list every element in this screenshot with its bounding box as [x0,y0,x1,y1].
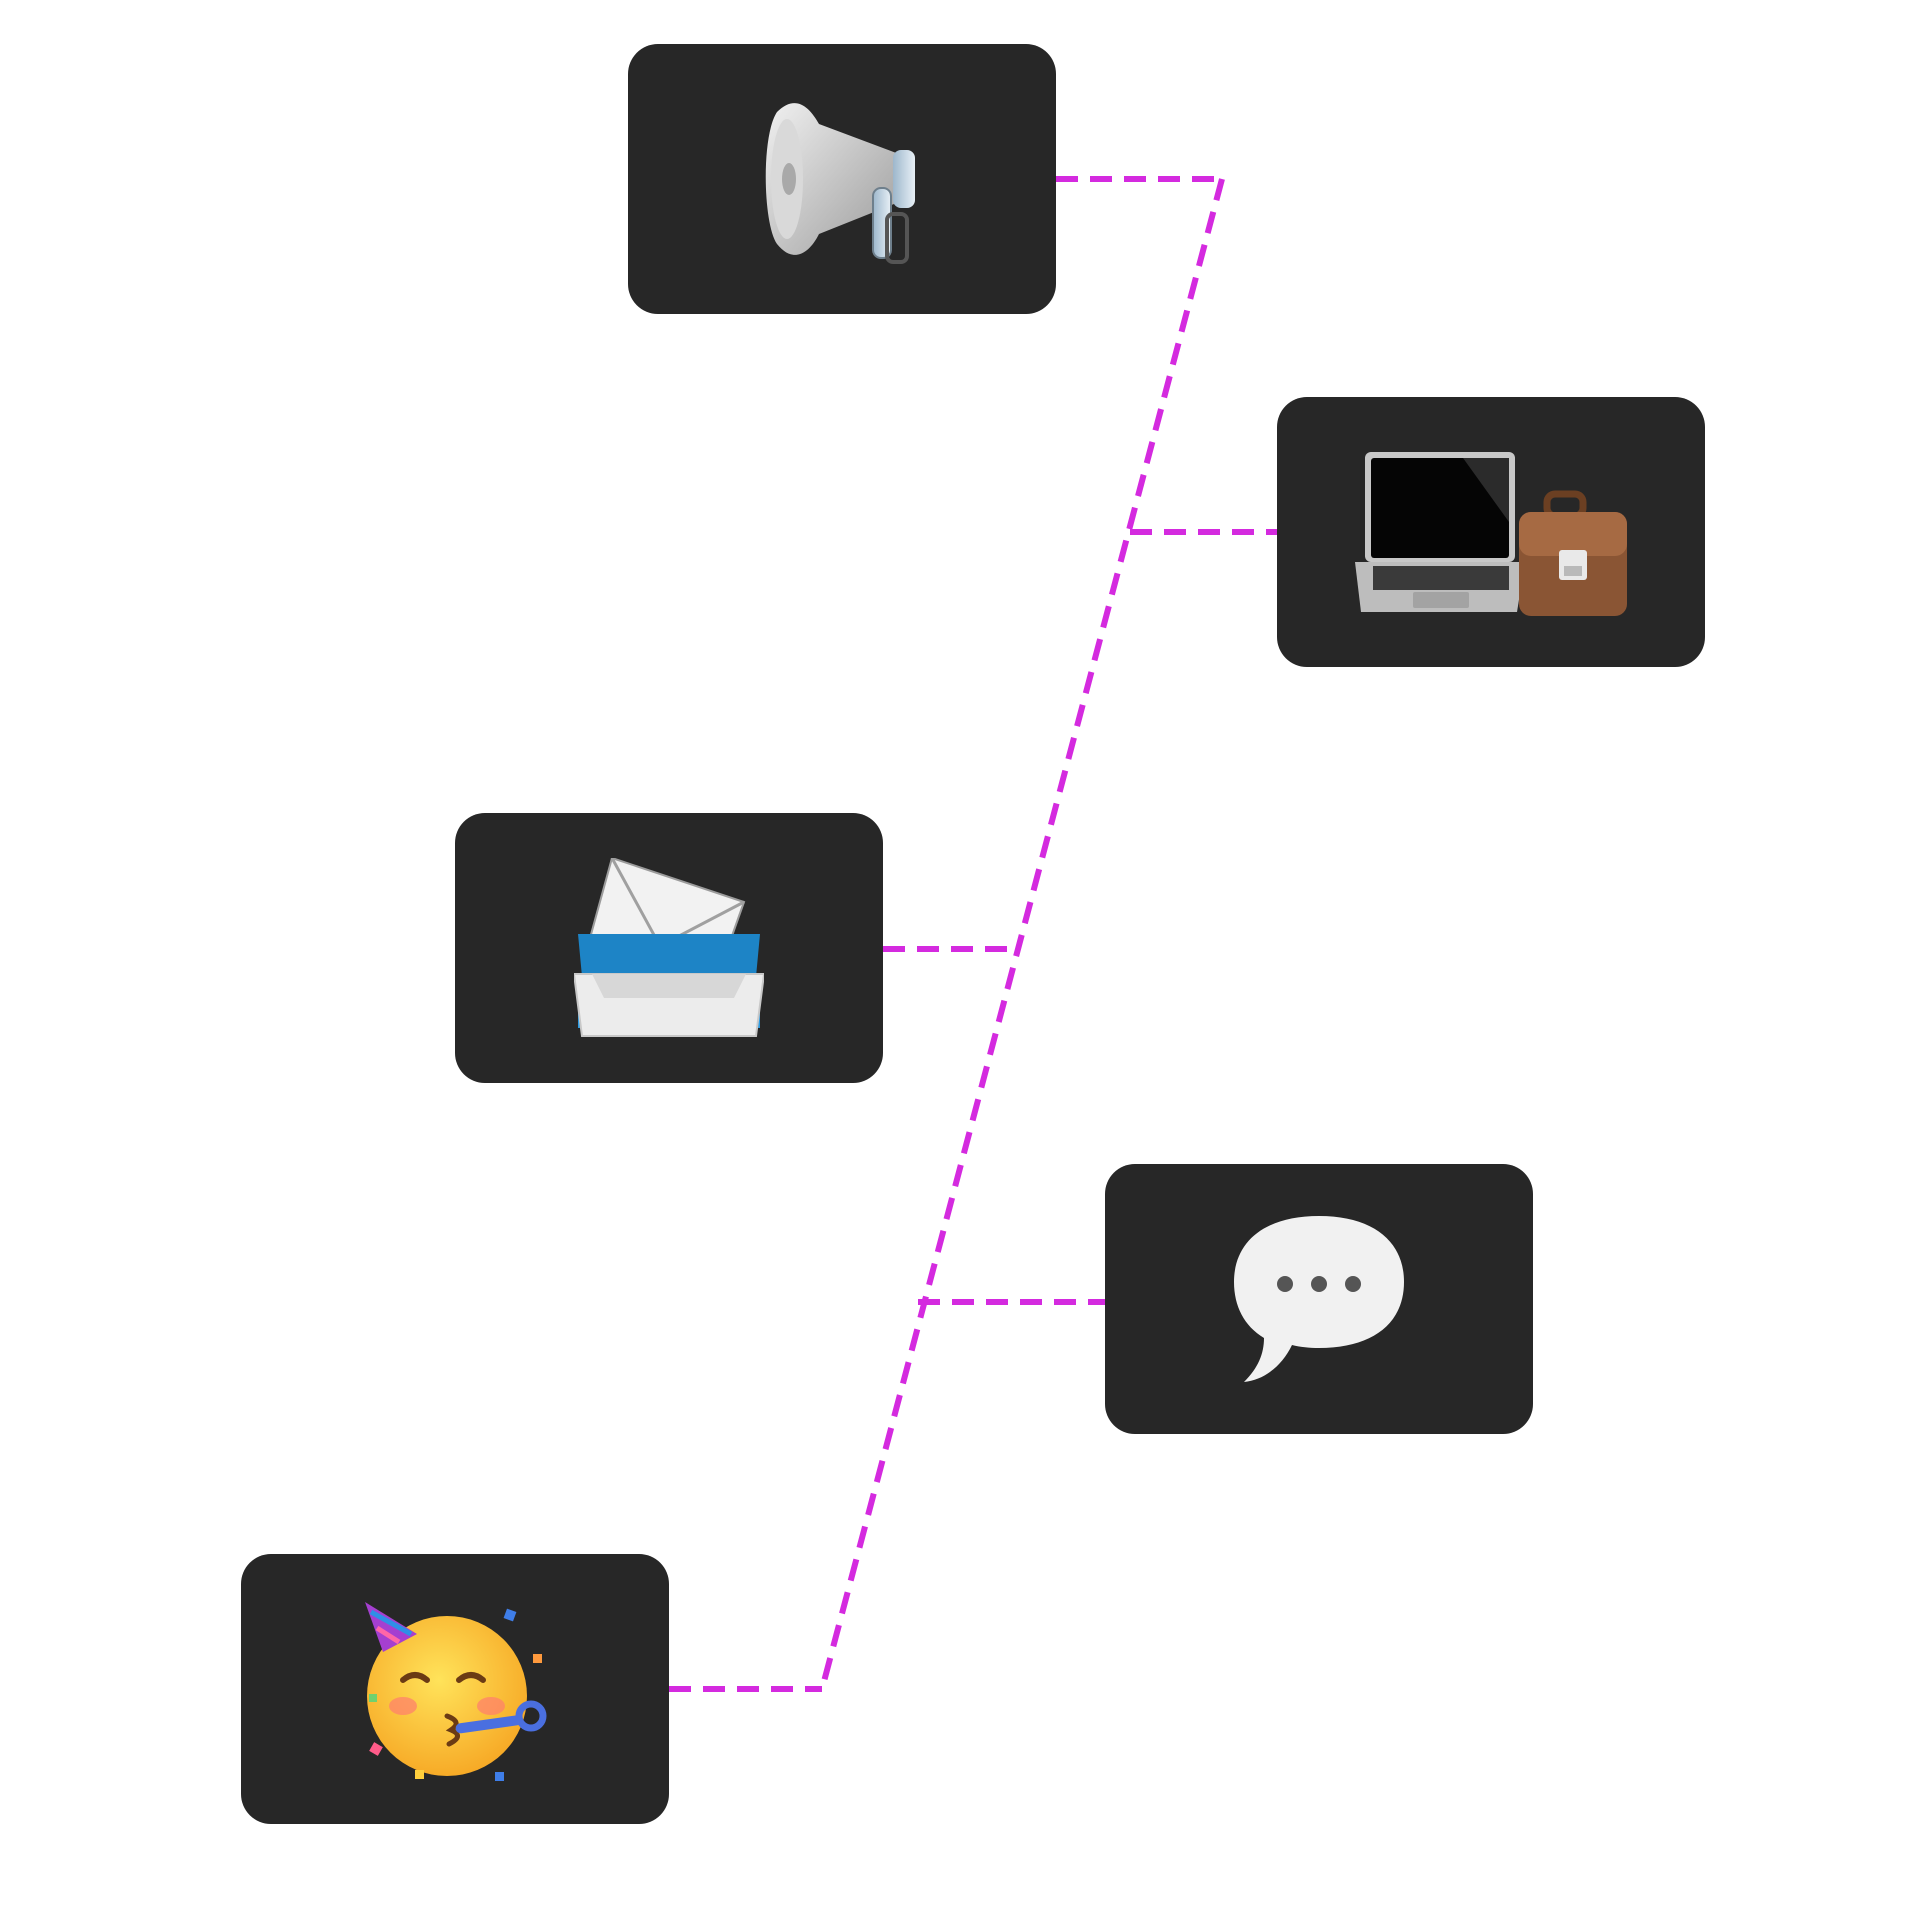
node-work[interactable] [1277,397,1705,667]
node-party[interactable] [241,1554,669,1824]
node-inbox[interactable] [455,813,883,1083]
speech-balloon-icon [1224,1204,1414,1394]
node-message[interactable] [1105,1164,1533,1434]
spine-line [819,178,1225,1690]
laptop-briefcase-icon [1351,442,1631,622]
partying-face-icon [355,1594,555,1784]
megaphone-icon [747,84,937,274]
node-megaphone[interactable] [628,44,1056,314]
inbox-tray-icon [574,858,764,1038]
